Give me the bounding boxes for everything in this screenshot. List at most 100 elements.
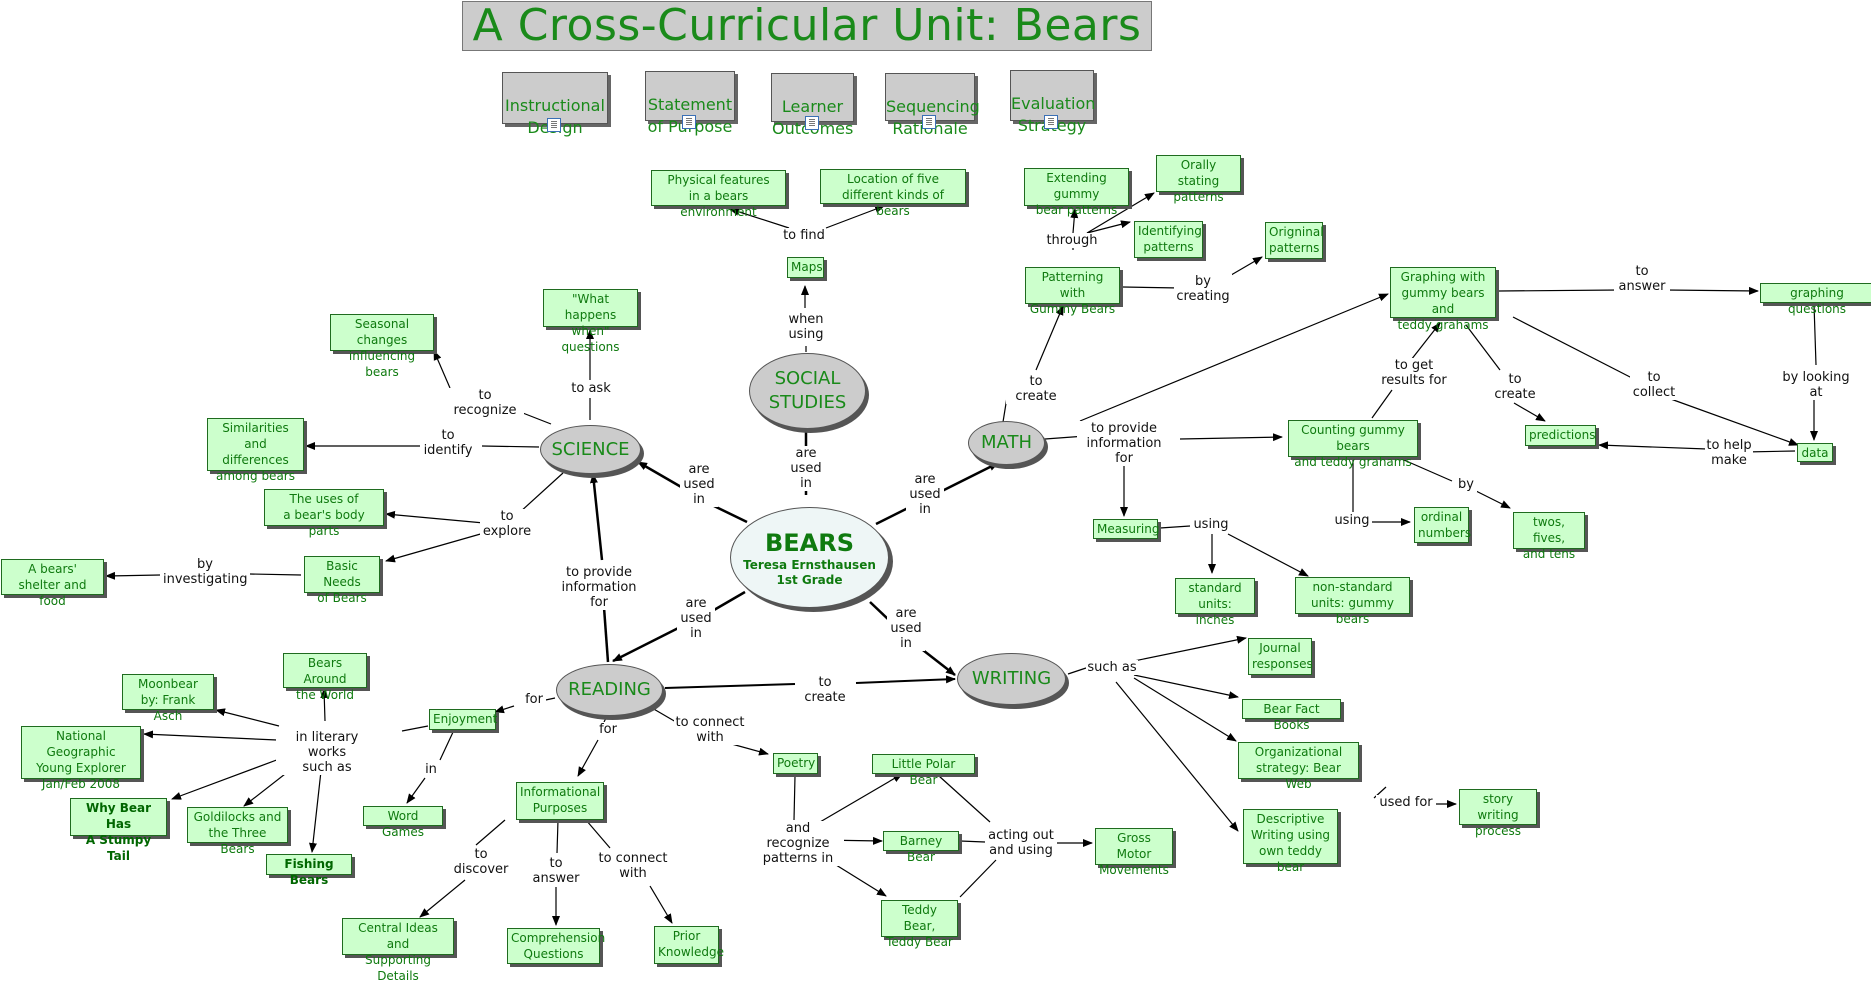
graphing-box[interactable]: Graphing with gummy bears and teddy grah… (1390, 267, 1496, 332)
counting-box[interactable]: Counting gummy bears and teddy grahams (1288, 420, 1418, 469)
link-label: used for (1376, 795, 1436, 810)
gross-motor-box[interactable]: Gross Motor Movements (1095, 828, 1173, 877)
link-label: are used in (677, 596, 715, 641)
link-label: by investigating (162, 557, 248, 587)
evaluation-strategy-button[interactable]: Evaluation Strategy (1010, 70, 1095, 135)
link-label: through (1045, 233, 1099, 248)
maps-box[interactable]: Maps (787, 257, 824, 278)
link-label: such as (1086, 660, 1138, 675)
extending-patterns-box[interactable]: Extending gummy bear patterns (1024, 168, 1129, 217)
journal-responses-box[interactable]: Journal responses (1248, 638, 1313, 675)
link-label: to create (796, 675, 854, 705)
link-label: are used in (680, 462, 718, 507)
document-icon[interactable] (804, 116, 819, 130)
link-label: when using (785, 312, 827, 342)
data-box[interactable]: data (1797, 443, 1833, 462)
center-grade: 1st Grade (776, 572, 843, 587)
similarities-box[interactable]: Similarities and differences among bears (207, 418, 304, 483)
teddy-bear-box[interactable]: Teddy Bear, Teddy Bear (881, 900, 958, 949)
reading-node[interactable]: READING (556, 664, 663, 716)
link-label: to create (1492, 372, 1538, 402)
link-label: to provide information for (552, 565, 646, 610)
bear-fact-books-box[interactable]: Bear Fact Books (1242, 699, 1341, 732)
national-geographic-box[interactable]: National Geographic Young Explorer Jan/F… (21, 726, 141, 791)
little-polar-bear-box[interactable]: Little Polar Bear (872, 754, 975, 787)
why-bear-box[interactable]: Why Bear Has A Stumpy Tail (70, 798, 167, 863)
link-label: to help make (1705, 438, 1753, 468)
central-ideas-box[interactable]: Central Ideas and Supporting Details (342, 918, 454, 983)
link-label: are used in (906, 472, 944, 517)
seasonal-changes-box[interactable]: Seasonal changes influencing bears (330, 314, 434, 379)
informational-box[interactable]: Informational Purposes (516, 782, 604, 820)
prior-knowledge-box[interactable]: Prior Knowledge (654, 926, 724, 964)
descriptive-writing-box[interactable]: Descriptive Writing using own teddy bear (1243, 809, 1338, 874)
link-label: to answer (1614, 264, 1670, 294)
graphing-questions-box[interactable]: graphing questions (1760, 283, 1871, 316)
link-label: to connect with (597, 851, 669, 881)
link-label: by creating (1174, 274, 1232, 304)
physical-features-box[interactable]: Physical features in a bears environment (651, 170, 786, 219)
link-label: to identify (422, 428, 474, 458)
location-kinds-box[interactable]: Location of five different kinds of bear… (820, 169, 966, 218)
link-label: using (1332, 513, 1372, 528)
link-label: to answer (530, 856, 582, 886)
document-icon[interactable] (922, 115, 936, 129)
learner-outcomes-button[interactable]: Learner Outcomes (771, 73, 854, 138)
center-author: Teresa Ernsthausen (743, 557, 876, 572)
original-patterns-box[interactable]: Origninal patterns (1265, 222, 1324, 259)
link-label: to recognize (446, 388, 524, 418)
body-parts-box[interactable]: The uses of a bear's body parts (264, 489, 384, 538)
link-label: by (1455, 477, 1477, 492)
link-label: to explore (480, 509, 534, 539)
statement-of-purpose-button[interactable]: Statement of Purpose (645, 71, 735, 136)
link-label: by looking at (1774, 370, 1858, 400)
comprehension-box[interactable]: Comprehension Questions (507, 928, 605, 964)
link-label: to connect with (674, 715, 746, 745)
science-node[interactable]: SCIENCE (540, 425, 641, 474)
word-games-box[interactable]: Word Games (363, 806, 443, 839)
link-label: to provide information for (1077, 421, 1171, 466)
moonbear-box[interactable]: Moonbear by: Frank Asch (122, 674, 214, 723)
what-happens-box[interactable]: "What happens when" questions (543, 289, 638, 354)
shelter-food-box[interactable]: A bears' shelter and food (1, 559, 104, 608)
story-writing-box[interactable]: story writing process (1459, 789, 1537, 838)
link-label: to discover (452, 847, 510, 877)
barney-bear-box[interactable]: Barney Bear (883, 831, 959, 864)
enjoyment-box[interactable]: Enjoyment (429, 709, 497, 730)
measuring-box[interactable]: Measuring (1093, 519, 1159, 539)
nonstandard-units-box[interactable]: non-standard units: gummy bears (1295, 577, 1410, 626)
goldilocks-box[interactable]: Goldilocks and the Three Bears (187, 807, 288, 856)
link-label: and recognize patterns in (752, 821, 844, 866)
link-label: to find (782, 228, 826, 243)
link-label: using (1191, 517, 1231, 532)
basic-needs-box[interactable]: Basic Needs of Bears (304, 556, 380, 605)
orally-stating-box[interactable]: Orally stating patterns (1156, 155, 1241, 204)
twos-fives-tens-box[interactable]: twos, fives, and tens (1513, 512, 1585, 561)
bears-around-world-box[interactable]: Bears Around the World (283, 653, 367, 702)
center-title: BEARS (764, 528, 855, 557)
instructional-design-button[interactable]: Instructional Design (502, 72, 608, 137)
math-node[interactable]: MATH (968, 421, 1045, 465)
link-label: to ask (570, 381, 612, 396)
organizational-strategy-box[interactable]: Organizational strategy: Bear Web (1238, 742, 1359, 791)
link-label: are used in (788, 446, 824, 491)
patterning-box[interactable]: Patterning with Gummy Bears (1025, 267, 1120, 316)
predictions-box[interactable]: predictions (1525, 425, 1596, 446)
center-node[interactable]: BEARS Teresa Ernsthausen 1st Grade (730, 507, 889, 608)
poetry-box[interactable]: Poetry (773, 753, 818, 774)
page-title: A Cross-Curricular Unit: Bears (462, 1, 1152, 51)
ordinal-numbers-box[interactable]: ordinal numbers (1414, 507, 1471, 543)
sequencing-rationale-button[interactable]: Sequencing Rationale (885, 73, 980, 138)
document-icon[interactable] (547, 118, 561, 132)
link-label: are used in (887, 606, 925, 651)
document-icon[interactable] (1044, 115, 1058, 129)
link-label: to create (1006, 374, 1066, 404)
identifying-patterns-box[interactable]: Identifying patterns (1134, 221, 1203, 258)
document-icon[interactable] (682, 115, 696, 129)
fishing-bears-box[interactable]: Fishing Bears (266, 854, 352, 887)
social-studies-node[interactable]: SOCIAL STUDIES (749, 353, 866, 429)
standard-units-box[interactable]: standard units: inches (1175, 578, 1255, 627)
writing-node[interactable]: WRITING (957, 653, 1066, 705)
link-label: to collect (1630, 370, 1678, 400)
